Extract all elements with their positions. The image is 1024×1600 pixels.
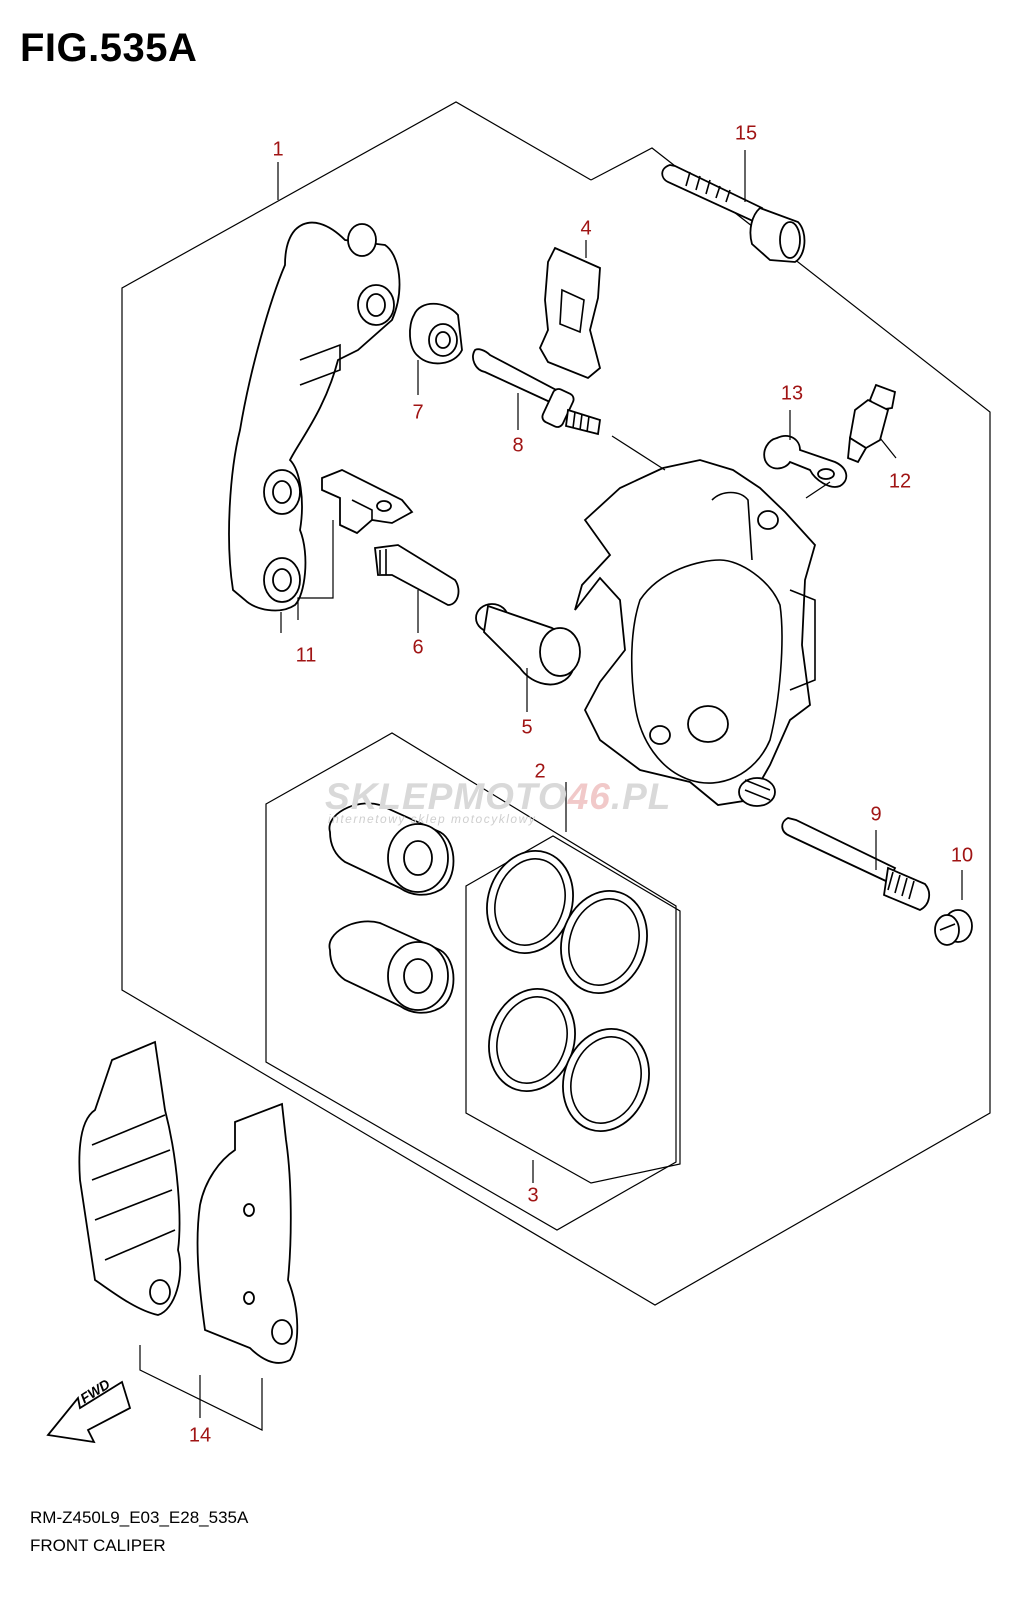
slide-pin-part [472, 348, 601, 436]
label-part-15: 15 [734, 122, 758, 145]
label-part-1: 1 [272, 138, 284, 161]
pad-spring-part [321, 469, 414, 535]
diagram-caption: FRONT CALIPER [30, 1536, 166, 1555]
seal-group-frame [465, 835, 681, 1184]
label-part-4: 4 [580, 217, 592, 240]
watermark-part-b: MOTO [453, 776, 568, 817]
leader-lines [139, 150, 963, 1431]
watermark-part-a: SKLEP [325, 776, 454, 817]
label-part-6: 6 [412, 636, 424, 659]
label-part-2: 2 [534, 760, 546, 783]
piston-lower-part [328, 920, 455, 1014]
piston-upper-part [328, 802, 455, 896]
watermark-logo: SKLEPMOTO46.PL [325, 776, 671, 818]
brake-pad-front-part [78, 1040, 182, 1316]
diagram-code: RM-Z450L9_E03_E28_535A [30, 1508, 249, 1527]
label-part-14: 14 [188, 1424, 212, 1447]
boot-part [409, 302, 463, 365]
figure-title: FIG.535A [20, 26, 198, 70]
bleeder-valve-part [847, 383, 897, 464]
label-part-8: 8 [512, 434, 524, 457]
label-part-12: 12 [888, 470, 912, 493]
slide-pin-small-part [374, 544, 460, 606]
caliper-body-part [574, 459, 817, 807]
caliper-pin-part [781, 817, 931, 911]
bleeder-cap-part [763, 435, 848, 488]
label-part-10: 10 [950, 844, 974, 867]
watermark-part-c: 46 [567, 776, 611, 817]
guide-pin-part [475, 603, 581, 686]
piston-group-frame [265, 732, 677, 1231]
watermark-subtitle: internetowy sklep motocyklowy [328, 812, 537, 826]
pin-plug-part [934, 909, 973, 946]
label-part-5: 5 [521, 716, 533, 739]
label-part-13: 13 [780, 382, 804, 405]
pad-spring-clip-part [538, 246, 602, 380]
piston-seals-part [486, 849, 650, 1133]
label-part-11: 11 [295, 644, 317, 667]
label-part-7: 7 [412, 401, 424, 424]
watermark-part-d: .PL [610, 776, 672, 817]
bracket-part [228, 221, 401, 612]
brake-pad-rear-part [196, 1102, 299, 1364]
label-part-9: 9 [870, 803, 882, 826]
label-part-3: 3 [527, 1184, 539, 1207]
fwd-arrow-icon [46, 1380, 132, 1444]
bolt-part [661, 164, 806, 263]
